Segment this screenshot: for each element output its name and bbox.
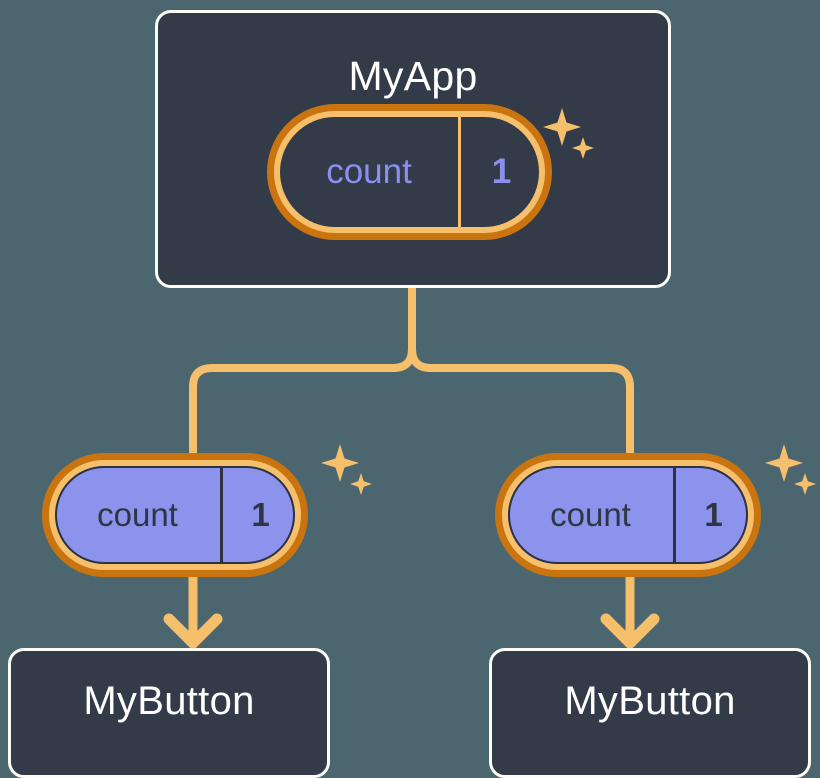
arrow-head-right	[600, 613, 660, 649]
state-pill-branch-0[interactable]: count 1	[42, 453, 308, 577]
wire-branch-left	[189, 345, 416, 457]
component-label-myapp: MyApp	[348, 53, 478, 99]
state-pill-inner: count 1	[280, 117, 539, 227]
state-value: 1	[458, 117, 539, 227]
state-pill-inner: count 1	[508, 466, 748, 564]
state-pill-border: count 1	[495, 453, 761, 577]
state-pill-root[interactable]: count 1	[267, 104, 552, 240]
state-key: count	[97, 496, 178, 533]
state-pill-border: count 1	[42, 453, 308, 577]
state-pill-inner: count 1	[55, 466, 295, 564]
component-label-mybutton-1: MyButton	[564, 679, 736, 723]
component-label-mybutton-0: MyButton	[83, 679, 255, 723]
component-card-mybutton-0[interactable]: MyButton	[8, 648, 330, 778]
state-key: count	[326, 152, 412, 191]
state-value: 1	[220, 466, 295, 564]
arrow-head-left	[163, 613, 223, 649]
state-pill-border: count 1	[267, 104, 552, 240]
state-key: count	[550, 496, 631, 533]
component-card-mybutton-1[interactable]: MyButton	[489, 648, 811, 778]
state-value: 1	[673, 466, 748, 564]
wire-branch-right	[408, 345, 634, 457]
state-pill-branch-1[interactable]: count 1	[495, 453, 761, 577]
